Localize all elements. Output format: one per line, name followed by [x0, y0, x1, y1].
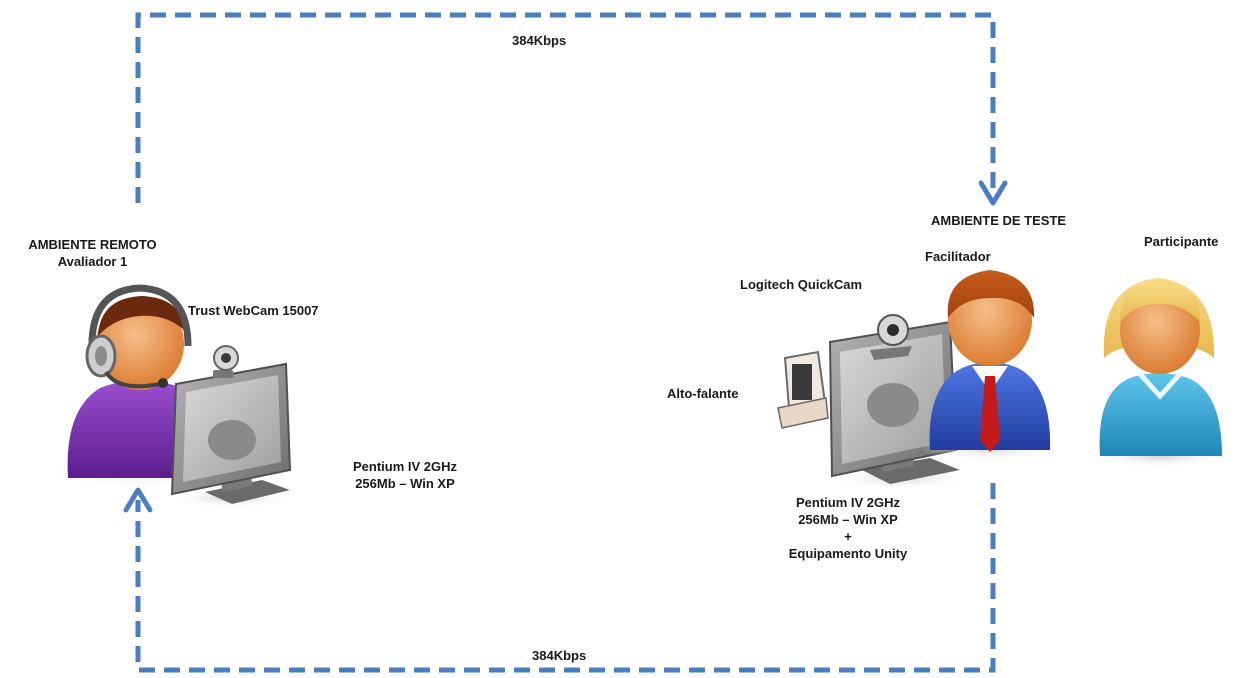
webcam-icon: [213, 345, 239, 378]
facilitator-person-icon: [920, 270, 1060, 462]
test-environment-title: AMBIENTE DE TESTE: [931, 213, 1067, 228]
test-spec-line3: +: [844, 529, 852, 544]
top-link-bandwidth: 384Kbps: [512, 33, 567, 48]
remote-person-label: Avaliador 1: [57, 254, 128, 269]
down-arrow-icon: [978, 180, 1008, 206]
bottom-connector: [123, 483, 996, 673]
up-arrow-icon: [123, 487, 153, 513]
facilitator-label: Facilitador: [925, 249, 991, 264]
monitor-icon: [828, 320, 970, 490]
remote-environment-label: AMBIENTE REMOTO Avaliador 1: [10, 236, 175, 270]
speaker-icon: [777, 350, 829, 429]
remote-spec-line2: 256Mb – Win XP: [355, 476, 455, 491]
participant-label: Participante: [1144, 234, 1219, 249]
remote-spec-line1: Pentium IV 2GHz: [352, 459, 458, 474]
remote-computer-spec: Pentium IV 2GHz 256Mb – Win XP: [335, 458, 475, 492]
test-spec-line2: 256Mb – Win XP: [798, 512, 898, 527]
test-spec-line4: Equipamento Unity: [788, 546, 908, 561]
top-connector: [135, 12, 1008, 206]
test-spec-line1: Pentium IV 2GHz: [795, 495, 901, 510]
bottom-link-bandwidth: 384Kbps: [532, 648, 587, 663]
monitor-icon: [170, 362, 294, 508]
remote-environment-title: AMBIENTE REMOTO: [28, 237, 157, 252]
test-webcam-label: Logitech QuickCam: [740, 277, 863, 292]
remote-webcam-label: Trust WebCam 15007: [188, 303, 319, 318]
test-computer-spec: Pentium IV 2GHz 256Mb – Win XP + Equipam…: [768, 494, 928, 562]
participant-person-icon: [1090, 278, 1230, 468]
webcam-icon: [870, 314, 912, 360]
speaker-label: Alto-falante: [667, 386, 739, 401]
